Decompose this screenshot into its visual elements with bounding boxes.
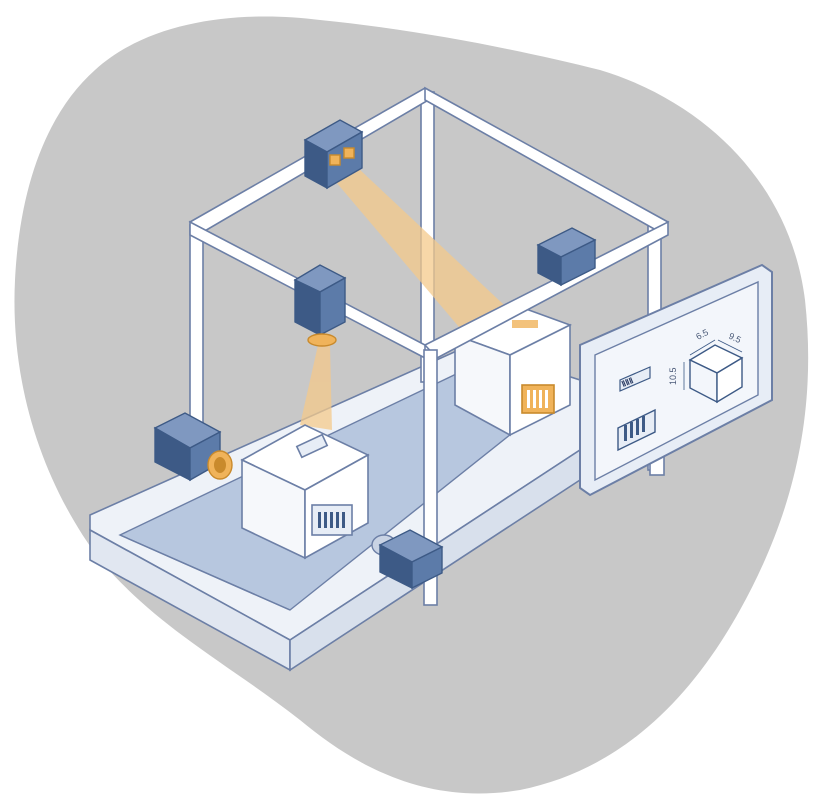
camera-lens-orange-1 (329, 154, 341, 166)
monitor-label-text: ⅡⅡⅡ (620, 376, 634, 389)
dimension-cube-icon (683, 339, 744, 404)
dimension-height: 10.5 (668, 367, 678, 385)
camera-lens-down (307, 333, 337, 347)
light-beam-top-camera (330, 168, 520, 340)
camera-top (303, 119, 364, 190)
monitor: ⅡⅡⅡ 6.5 9.5 10.5 (579, 263, 773, 497)
barcode-label-top (295, 433, 329, 459)
camera-down (293, 264, 347, 347)
frame-post-back-left (189, 224, 204, 436)
camera-right-top (536, 227, 597, 287)
camera-lens-orange-2 (343, 147, 355, 159)
camera-left (153, 412, 233, 482)
camera-bottom-right (371, 529, 444, 590)
barcode-label-back (521, 384, 555, 414)
package-front (240, 424, 370, 560)
package-back (452, 304, 573, 437)
light-beams (300, 168, 520, 430)
light-beam-down-camera (300, 345, 332, 430)
monitor-label-tag: ⅡⅡⅡ (619, 366, 651, 392)
barcode-icon (617, 408, 656, 452)
dimension-width: 9.5 (727, 331, 743, 345)
